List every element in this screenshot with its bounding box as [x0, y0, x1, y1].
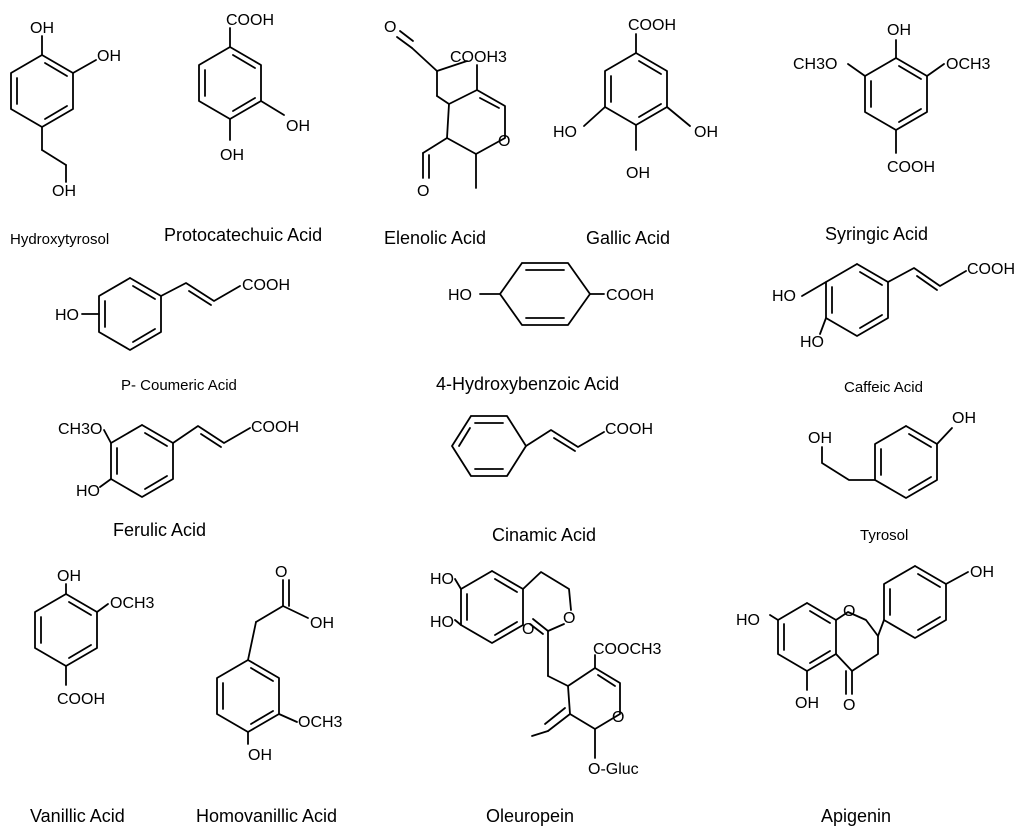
- molecule-ferulic-acid: CH3O COOH HO Ferulic Acid: [58, 419, 299, 540]
- tyrosol-oh-left: OH: [808, 430, 832, 447]
- hydroxybenzoic-name: 4-Hydroxybenzoic Acid: [436, 374, 619, 394]
- vanillic-och3: OCH3: [110, 595, 155, 612]
- protocatechuic-name: Protocatechuic Acid: [164, 225, 322, 245]
- protocatechuic-cooh: COOH: [226, 12, 274, 29]
- oleuropein-o-carbonyl: O: [522, 621, 534, 638]
- ferulic-name: Ferulic Acid: [113, 520, 206, 540]
- oleuropein-ho-upper: HO: [430, 571, 454, 588]
- molecule-caffeic-acid: COOH HO HO Caffeic Acid: [772, 261, 1015, 396]
- p-coumeric-name: P- Coumeric Acid: [121, 377, 237, 394]
- ferulic-ho: HO: [76, 483, 100, 500]
- homovanillic-och3: OCH3: [298, 714, 343, 731]
- ferulic-ch3o: CH3O: [58, 421, 102, 438]
- gallic-cooh: COOH: [628, 17, 676, 34]
- molecule-cinamic-acid: COOH Cinamic Acid: [451, 415, 653, 545]
- cinamic-cooh: COOH: [605, 421, 653, 438]
- apigenin-name: Apigenin: [821, 806, 891, 826]
- molecule-4-hydroxybenzoic-acid: HO COOH 4-Hydroxybenzoic Acid: [436, 262, 654, 394]
- syringic-oh: OH: [887, 22, 911, 39]
- syringic-ch3o: CH3O: [793, 56, 837, 73]
- elenolic-cooh3: COOH3: [450, 49, 507, 66]
- vanillic-name: Vanillic Acid: [30, 806, 125, 826]
- syringic-och3: OCH3: [946, 56, 991, 73]
- homovanillic-o-carbonyl: O: [275, 564, 287, 581]
- homovanillic-oh-ring: OH: [248, 747, 272, 764]
- oleuropein-o-ring: O: [612, 709, 624, 726]
- apigenin-o-carbonyl: O: [843, 697, 855, 714]
- molecule-elenolic-acid: O COOH3 O O Elenolic Acid: [384, 19, 510, 248]
- oleuropein-o-gluc: O-Gluc: [588, 761, 639, 778]
- hydroxybenzoic-cooh: COOH: [606, 287, 654, 304]
- molecule-tyrosol: OH OH Tyrosol: [808, 410, 976, 544]
- tyrosol-oh-right: OH: [952, 410, 976, 427]
- molecule-protocatechuic-acid: COOH OH OH Protocatechuic Acid: [164, 12, 322, 245]
- apigenin-oh-bottom: OH: [795, 695, 819, 712]
- molecule-syringic-acid: OH CH3O OCH3 COOH Syringic Acid: [793, 22, 991, 244]
- protocatechuic-oh-bottom: OH: [220, 147, 244, 164]
- molecule-oleuropein: HO HO O O COOCH3 O O-Gluc Oleuropein: [430, 570, 662, 826]
- molecule-gallic-acid: COOH HO OH OH Gallic Acid: [553, 17, 718, 248]
- elenolic-o-aldehyde: O: [417, 183, 429, 200]
- tyrosol-name: Tyrosol: [860, 527, 908, 544]
- p-coumeric-cooh: COOH: [242, 277, 290, 294]
- caffeic-name: Caffeic Acid: [844, 379, 923, 396]
- hydroxybenzoic-ho: HO: [448, 287, 472, 304]
- hydroxytyrosol-oh-bottom: OH: [52, 183, 76, 200]
- apigenin-o-ring: O: [843, 603, 855, 620]
- gallic-oh-right: OH: [694, 124, 718, 141]
- vanillic-oh: OH: [57, 568, 81, 585]
- molecule-p-coumeric-acid: HO COOH P- Coumeric Acid: [55, 277, 290, 394]
- gallic-oh-bottom: OH: [626, 165, 650, 182]
- molecule-apigenin: OH HO O OH O Apigenin: [736, 564, 994, 826]
- gallic-name: Gallic Acid: [586, 228, 670, 248]
- hydroxytyrosol-name: Hydroxytyrosol: [10, 231, 109, 248]
- syringic-name: Syringic Acid: [825, 224, 928, 244]
- apigenin-ho-left: HO: [736, 612, 760, 629]
- molecule-homovanillic-acid: O OH OCH3 OH Homovanillic Acid: [196, 564, 343, 826]
- cinamic-name: Cinamic Acid: [492, 525, 596, 545]
- syringic-cooh: COOH: [887, 159, 935, 176]
- protocatechuic-oh-right: OH: [286, 118, 310, 135]
- oleuropein-cooch3: COOCH3: [593, 641, 662, 658]
- caffeic-ho-lower: HO: [800, 334, 824, 351]
- oleuropein-name: Oleuropein: [486, 806, 574, 826]
- molecule-hydroxytyrosol: OH OH OH Hydroxytyrosol: [10, 20, 121, 248]
- elenolic-o-ketone: O: [384, 19, 396, 36]
- caffeic-cooh: COOH: [967, 261, 1015, 278]
- gallic-ho-left: HO: [553, 124, 577, 141]
- hydroxytyrosol-oh-top: OH: [30, 20, 54, 37]
- elenolic-name: Elenolic Acid: [384, 228, 486, 248]
- caffeic-ho-upper: HO: [772, 288, 796, 305]
- p-coumeric-ho: HO: [55, 307, 79, 324]
- molecule-vanillic-acid: OH OCH3 COOH Vanillic Acid: [30, 568, 155, 826]
- homovanillic-oh-acid: OH: [310, 615, 334, 632]
- hydroxytyrosol-oh-right: OH: [97, 48, 121, 65]
- homovanillic-name: Homovanillic Acid: [196, 806, 337, 826]
- apigenin-oh-right: OH: [970, 564, 994, 581]
- elenolic-o-ring: O: [498, 133, 510, 150]
- oleuropein-o-ester: O: [563, 610, 575, 627]
- vanillic-cooh: COOH: [57, 691, 105, 708]
- oleuropein-ho-lower: HO: [430, 614, 454, 631]
- ferulic-cooh: COOH: [251, 419, 299, 436]
